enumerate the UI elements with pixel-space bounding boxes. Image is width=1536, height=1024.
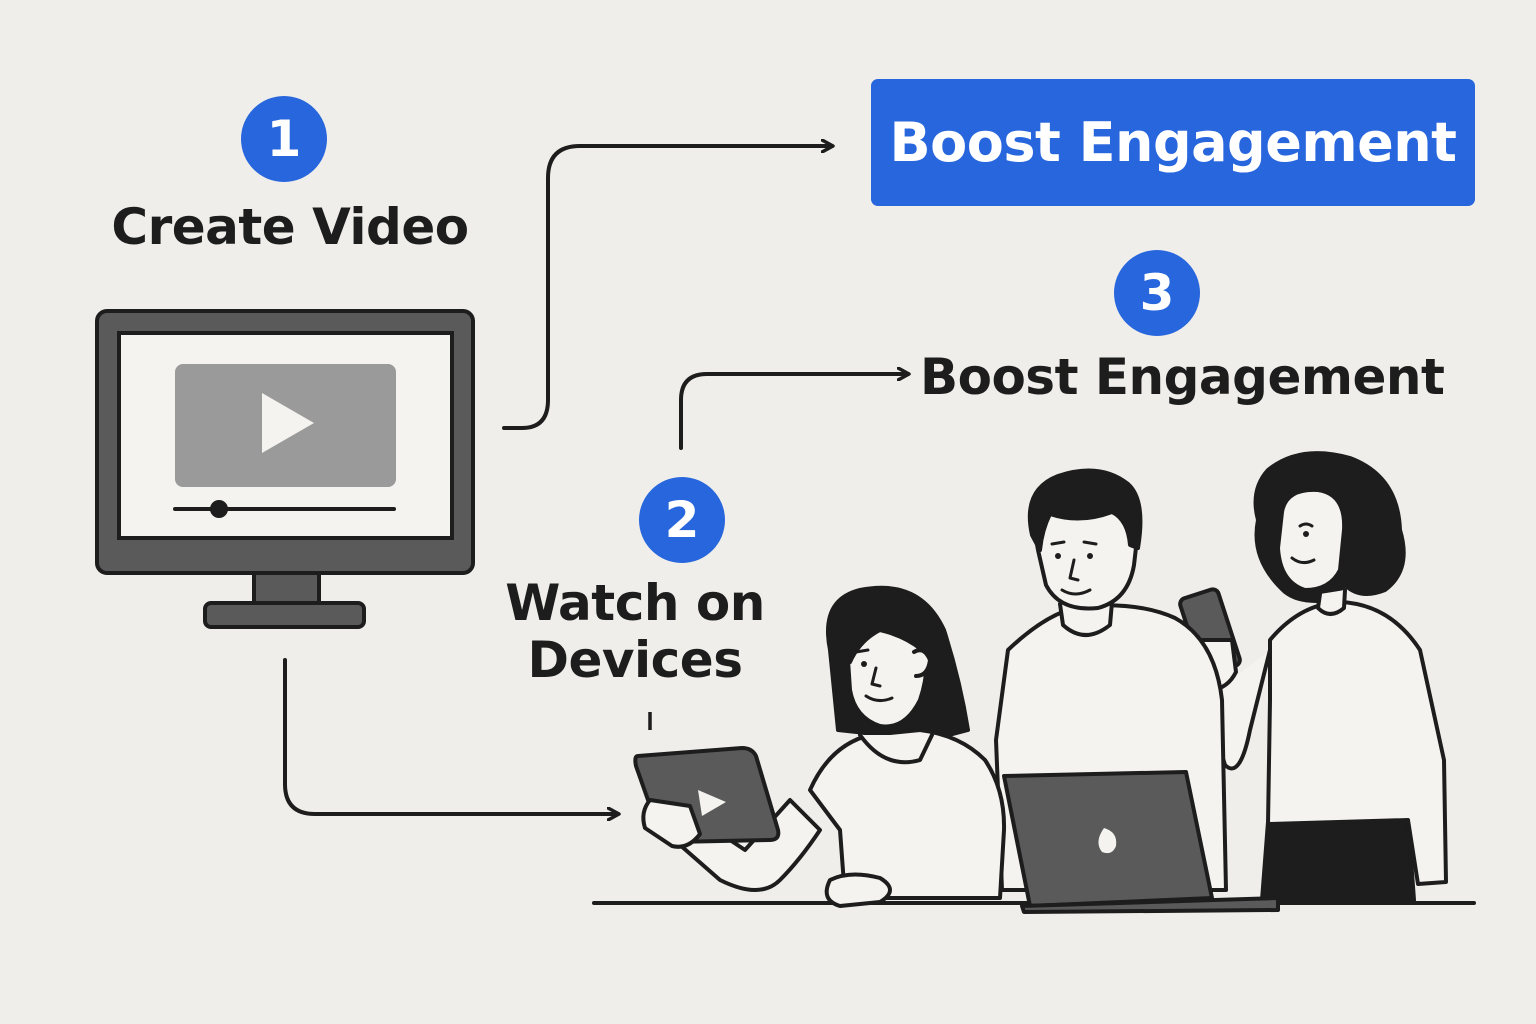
person-left — [678, 585, 1007, 908]
arrow-create-to-boost — [502, 146, 832, 430]
step-3-badge: 3 — [1114, 250, 1200, 336]
arrow-watch-to-boost — [679, 374, 908, 450]
play-icon — [262, 393, 314, 453]
step-2-badge: 2 — [639, 477, 725, 563]
step-1-label: Create Video — [111, 198, 469, 256]
monitor-icon — [95, 309, 475, 629]
boost-engagement-banner: Boost Engagement — [871, 79, 1475, 206]
step-3-label: Boost Engagement — [920, 348, 1445, 406]
laptop-icon — [1002, 770, 1280, 914]
step-1-badge: 1 — [241, 96, 327, 182]
arrow-create-to-devices — [283, 658, 618, 814]
tablet-icon — [633, 746, 781, 849]
